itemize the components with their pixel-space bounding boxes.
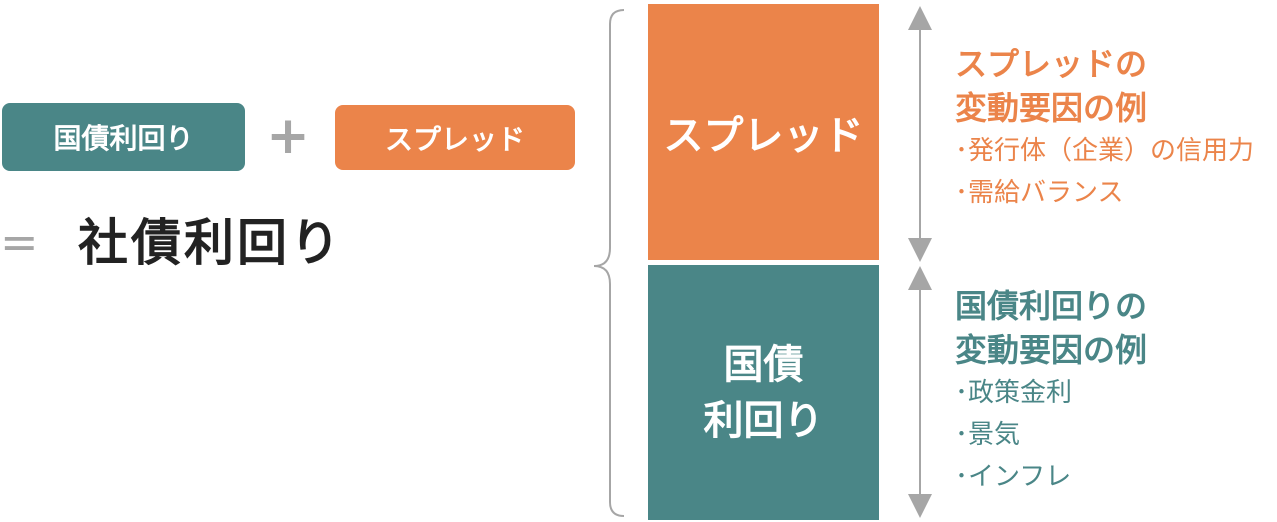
curly-brace-icon bbox=[593, 9, 625, 517]
govt-factor-item: ･インフレ bbox=[955, 462, 1072, 492]
range-arrows bbox=[908, 6, 932, 518]
government-bond-yield-block: 国債 利回り bbox=[648, 265, 879, 520]
spread-factors-heading-line1: スプレッドの bbox=[955, 45, 1148, 83]
corporate-bond-yield-result: 社債利回り bbox=[78, 214, 343, 272]
spread-factor-item: ･発行体（企業）の信用力 bbox=[955, 136, 1255, 166]
spread-factors-panel: スプレッドの 変動要因の例 ･発行体（企業）の信用力 ･需給バランス bbox=[955, 42, 1254, 214]
govt-factors-heading-line1: 国債利回りの bbox=[955, 287, 1148, 325]
spread-factors-heading-line2: 変動要因の例 bbox=[955, 89, 1148, 127]
govt-factors-panel: 国債利回りの 変動要因の例 ･政策金利 ･景気 ･インフレ bbox=[955, 284, 1147, 498]
govt-factor-item: ･政策金利 bbox=[955, 378, 1073, 408]
spread-block-label: スプレッド bbox=[663, 113, 864, 159]
equals-sign: = bbox=[0, 215, 39, 269]
govt-factors-heading-line2: 変動要因の例 bbox=[955, 331, 1148, 369]
plus-sign: + bbox=[266, 106, 310, 166]
spread-label: スプレッド bbox=[384, 122, 525, 156]
government-bond-yield-pill: 国債利回り bbox=[2, 103, 245, 171]
govt-factor-item: ･景気 bbox=[955, 420, 1021, 450]
govt-range-arrow-icon bbox=[908, 266, 932, 518]
government-bond-yield-label: 国債利回り bbox=[53, 122, 194, 155]
spread-range-arrow-icon bbox=[908, 6, 932, 262]
spread-factor-item: ･需給バランス bbox=[955, 178, 1124, 208]
govt-block-label-line1: 国債 bbox=[723, 341, 804, 388]
spread-block: スプレッド bbox=[648, 4, 879, 260]
spread-pill: スプレッド bbox=[335, 105, 575, 170]
govt-block-label-line2: 利回り bbox=[703, 397, 824, 444]
